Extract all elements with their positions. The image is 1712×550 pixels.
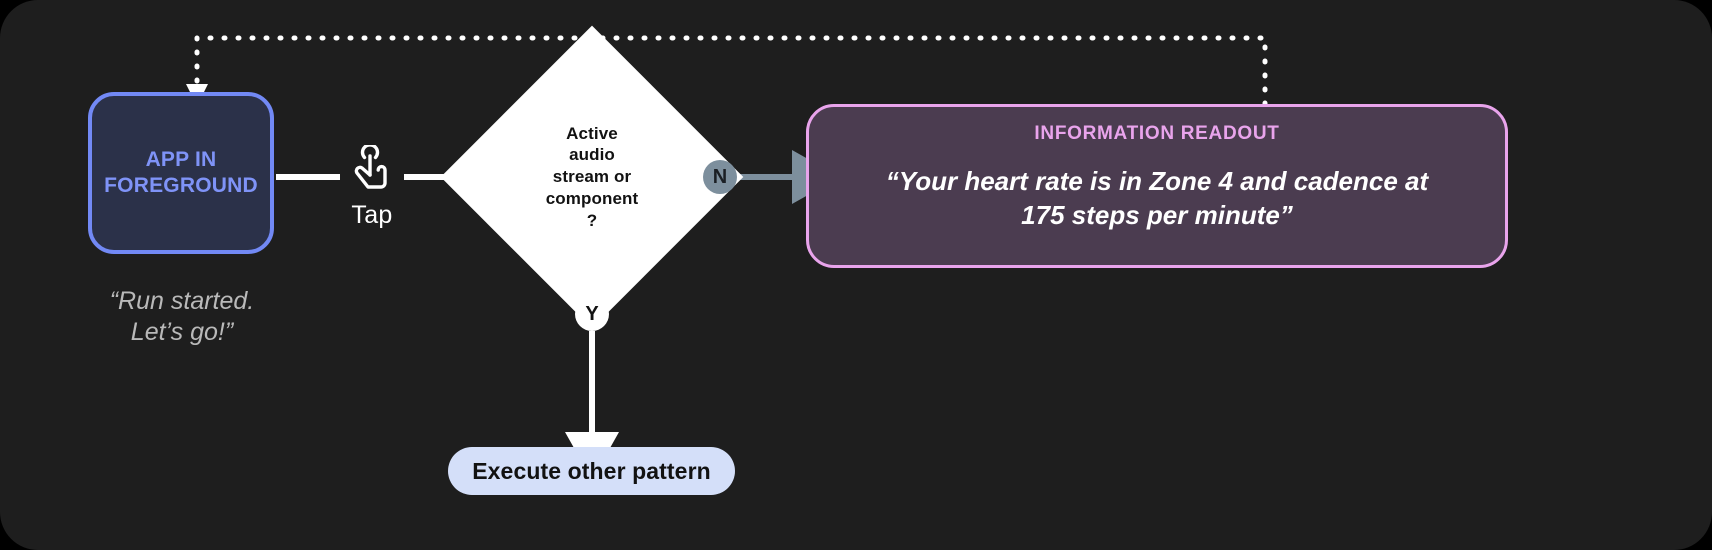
node-decision-active-audio[interactable]: Active audio stream or component ? [440, 25, 744, 329]
tap-gesture-label: Tap [351, 201, 393, 229]
app-node-caption: “Run started. Let’s go!” [60, 286, 304, 348]
node-app-in-foreground[interactable]: APP IN FOREGROUND [88, 92, 274, 254]
tap-gesture-icon [354, 145, 387, 189]
app-node-label-line1: APP IN [145, 148, 217, 172]
app-caption-line1: “Run started. [109, 287, 255, 315]
branch-badge-yes[interactable]: Y [575, 297, 609, 331]
readout-body-line1: “Your heart rate is in Zone 4 and cadenc… [885, 166, 1429, 196]
readout-body: “Your heart rate is in Zone 4 and cadenc… [835, 164, 1479, 233]
decision-line5: ? [586, 210, 598, 230]
connector-feedback-loop [194, 35, 1268, 107]
node-execute-other-pattern[interactable]: Execute other pattern [448, 447, 735, 495]
gesture-tap[interactable]: Tap [340, 145, 404, 230]
decision-line3: stream or [552, 167, 632, 187]
branch-badge-no[interactable]: N [703, 160, 737, 194]
readout-body-line2: 175 steps per minute” [1021, 200, 1293, 231]
decision-line1: Active [566, 123, 618, 143]
decision-label: Active audio stream or component ? [485, 70, 699, 284]
app-caption-line2: Let’s go!” [130, 318, 234, 346]
decision-line4: component [545, 188, 639, 208]
node-information-readout[interactable]: INFORMATION READOUT “Your heart rate is … [806, 104, 1508, 268]
readout-title: INFORMATION READOUT [1034, 123, 1280, 144]
decision-line2: audio [569, 145, 615, 165]
app-node-label-line2: FOREGROUND [104, 174, 258, 197]
app-node-label: APP IN FOREGROUND [104, 147, 258, 198]
